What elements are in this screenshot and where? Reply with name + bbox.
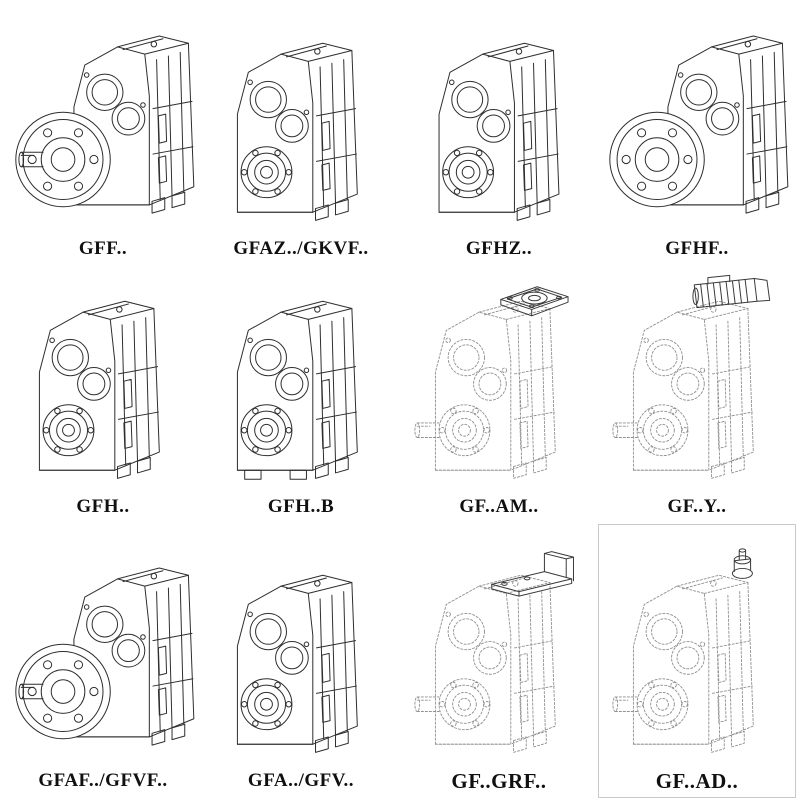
gearbox-with-iec-adapter-drawing-icon: [414, 286, 569, 479]
model-label: GF..Y..: [667, 496, 727, 517]
figure-gf-grf: GF..GRF..: [400, 524, 598, 798]
hollow-output-bore: [636, 678, 689, 731]
flange-shaft-gearbox-drawing-icon: [15, 567, 195, 746]
hollow-output-bore: [438, 678, 491, 731]
figure-gff: GFF..: [4, 8, 202, 266]
model-label: GFAZ../GKVF..: [233, 238, 369, 259]
hollow-output-bore: [42, 404, 95, 457]
figure-gfa-gfv: GFA../GFV..: [202, 524, 400, 798]
gearbox-catalog-grid: GFF.. GFAZ../GKVF.. GFHZ.. GFHF..: [4, 8, 796, 798]
gearbox-ghost-outline: [414, 300, 556, 479]
hollow-shaft-gearbox-drawing-icon: [236, 574, 358, 753]
mounting-plate-attachment: [491, 551, 574, 597]
electric-motor: [692, 274, 771, 309]
hollow-output-bore: [438, 404, 491, 457]
figure-gf-ad: GF..AD..: [598, 524, 796, 798]
hollow-shaft-gearbox-drawing-icon: [438, 42, 560, 221]
gearbox-ghost-outline: [414, 574, 556, 753]
hollow-output-bore: [240, 146, 293, 199]
model-label: GFHZ..: [465, 238, 533, 259]
output-flange: [609, 111, 705, 208]
mounting-feet: [244, 469, 307, 480]
figure-gfaf-gfvf: GFAF../GFVF..: [4, 524, 202, 798]
output-flange: [15, 111, 111, 208]
gearbox-with-motor-drawing-icon: [612, 274, 771, 479]
model-label: GFHF..: [665, 238, 729, 259]
gearbox-with-mounting-plate-drawing-icon: [414, 551, 574, 753]
iec-adapter-flange: [500, 286, 569, 317]
hollow-output-bore: [636, 404, 689, 457]
gearbox-with-input-shaft-drawing-icon: [612, 548, 754, 753]
model-label: GFH..: [76, 496, 130, 517]
figure-gfh-b: GFH..B: [202, 266, 400, 524]
model-label: GF..AD..: [655, 768, 739, 793]
figure-gf-y: GF..Y..: [598, 266, 796, 524]
hollow-shaft-gearbox-drawing-icon: [38, 300, 160, 479]
figure-gf-am: GF..AM..: [400, 266, 598, 524]
hollow-shaft-gearbox-drawing-icon: [236, 42, 358, 221]
model-label: GF..GRF..: [451, 768, 547, 793]
foot-mounted-gearbox-drawing-icon: [236, 300, 358, 480]
flange-shaft-gearbox-drawing-icon: [15, 35, 195, 214]
flange-gearbox-drawing-icon: [609, 35, 789, 214]
model-label: GFA../GFV..: [247, 770, 355, 791]
gearbox-ghost-outline: [612, 300, 754, 479]
model-label: GFAF../GFVF..: [38, 770, 168, 791]
figure-gfhz: GFHZ..: [400, 8, 598, 266]
model-label: GF..AM..: [459, 496, 539, 517]
gearbox-ghost-outline: [612, 574, 754, 753]
model-label: GFF..: [78, 238, 128, 259]
hollow-output-bore: [240, 404, 293, 457]
free-input-shaft: [731, 548, 753, 579]
figure-gfhf: GFHF..: [598, 8, 796, 266]
figure-gfaz-gkvf: GFAZ../GKVF..: [202, 8, 400, 266]
output-flange: [15, 643, 111, 740]
hollow-output-bore: [240, 678, 293, 731]
figure-gfh: GFH..: [4, 266, 202, 524]
hollow-output-bore: [442, 146, 495, 199]
model-label: GFH..B: [267, 496, 335, 517]
